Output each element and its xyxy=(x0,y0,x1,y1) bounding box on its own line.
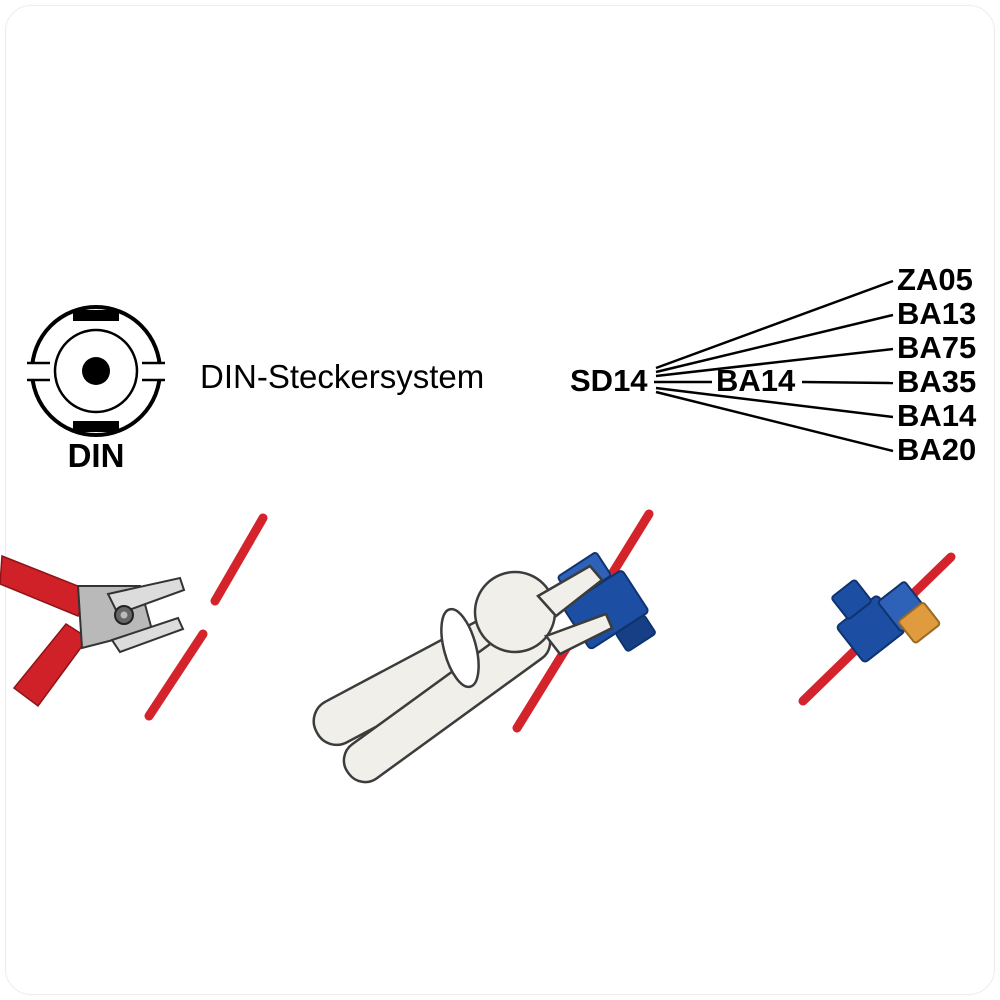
diagram-target-label-ba13: BA13 xyxy=(897,296,977,331)
pliers-body xyxy=(312,570,557,784)
pliers-head xyxy=(473,570,557,654)
side-cutter-cutting-wire-icon xyxy=(0,554,186,708)
connector-orange-tab xyxy=(898,602,941,644)
cut-wire-upper-piece xyxy=(210,513,268,606)
fan-line-ba75 xyxy=(655,347,894,378)
fan-line-ba13 xyxy=(655,313,894,374)
din-symbol-label: DIN xyxy=(67,437,125,474)
cutter-lower-handle xyxy=(12,623,90,708)
cut-wire-lower-piece xyxy=(144,629,208,721)
diagram-target-label-ba35: BA35 xyxy=(897,364,977,399)
pliers-upper-jaw xyxy=(536,564,604,618)
din-right-notch xyxy=(142,363,166,380)
page-title: DIN-Steckersystem xyxy=(200,358,485,395)
din-center-pin xyxy=(82,357,110,385)
diagram-target-label-ba75: BA75 xyxy=(897,330,977,365)
diagram-target-label-ba20: BA20 xyxy=(897,432,977,467)
cutter-lower-jaw xyxy=(110,616,185,654)
din-left-notch xyxy=(26,363,50,380)
diagram-target-label-za05: ZA05 xyxy=(897,262,973,297)
din-connector-symbol-icon xyxy=(26,305,166,437)
cutter-pivot-center xyxy=(120,611,128,619)
diagram-inline-label: BA14 xyxy=(716,363,796,398)
fan-line-ba35 xyxy=(801,380,894,385)
pliers-lower-jaw xyxy=(543,612,614,656)
compatibility-fan-lines xyxy=(654,279,894,453)
fan-line-ba20 xyxy=(655,390,894,453)
din-top-pin xyxy=(73,310,119,321)
diagram-source-label: SD14 xyxy=(570,363,648,398)
cut-wire-icon xyxy=(144,513,268,721)
connector-top-block xyxy=(831,579,872,620)
connector-latch xyxy=(615,614,656,652)
fan-line-ba14 xyxy=(655,386,894,419)
water-pump-pliers-pressing-tap-connector-icon xyxy=(312,509,656,784)
din-bottom-pin xyxy=(73,421,119,432)
installed-tap-connector xyxy=(831,579,941,663)
cutter-upper-handle xyxy=(0,554,89,617)
fan-line-za05 xyxy=(655,279,894,370)
tap-connector-installed-on-wire-icon xyxy=(798,552,956,706)
pliers-adjustment-slot xyxy=(440,607,480,689)
cutter-upper-jaw xyxy=(106,576,186,616)
diagram-target-label-ba14: BA14 xyxy=(897,398,977,433)
